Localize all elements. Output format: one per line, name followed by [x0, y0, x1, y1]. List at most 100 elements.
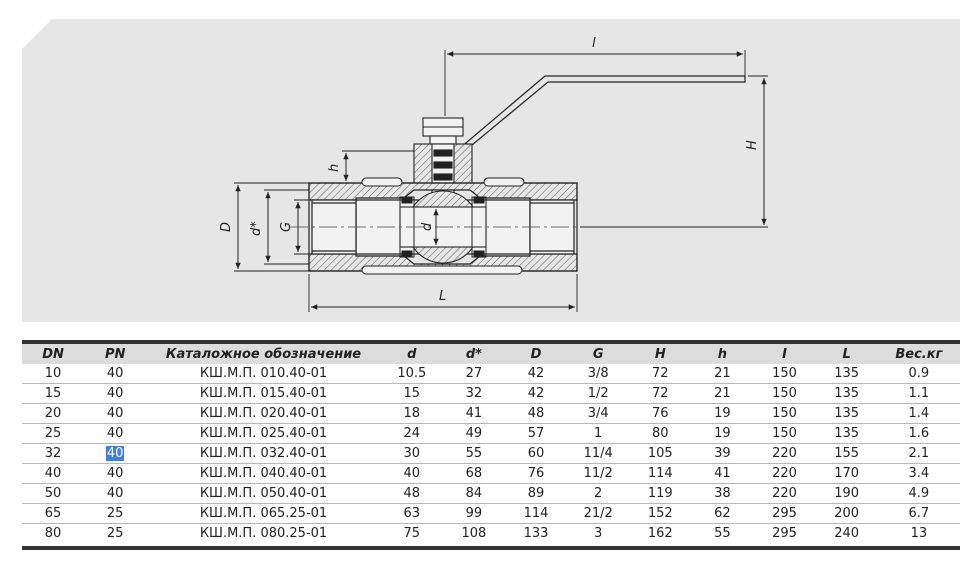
table-cell: 190 — [815, 483, 878, 504]
dim-label-h: h — [327, 164, 342, 172]
table-cell: КШ.М.П. 032.40-01 — [146, 443, 381, 464]
table-top-rule — [22, 340, 960, 344]
table-cell: 220 — [753, 483, 816, 504]
valve-technical-drawing: l H h D d* G d L — [22, 19, 960, 322]
table-cell: 240 — [834, 526, 860, 541]
table-cell: 0.9 — [877, 364, 960, 384]
table-cell: 68 — [442, 463, 505, 484]
table-bottom-rule — [22, 546, 960, 550]
table-cell: 50 — [22, 483, 85, 504]
table-cell: 32 — [442, 383, 505, 404]
header-H: H — [654, 346, 666, 362]
table-cell: 1.1 — [877, 383, 960, 404]
table-cell: 21 — [691, 383, 754, 404]
table-cell: 162 — [647, 526, 673, 541]
table-cell: 41 — [442, 403, 505, 424]
selected-text: 40 — [105, 446, 125, 461]
table-cell: 3.4 — [877, 463, 960, 484]
table-cell: 19 — [691, 403, 754, 424]
table-cell: 3 — [594, 526, 603, 541]
table-cell: 15 — [380, 383, 443, 404]
table-cell: 10 — [22, 364, 85, 384]
table-cell: 55 — [714, 526, 731, 541]
table-cell: 25 — [22, 423, 85, 444]
header-L: L — [842, 346, 851, 362]
table-cell: 295 — [772, 526, 797, 541]
table-cell: 200 — [815, 503, 878, 524]
table-cell: КШ.М.П. 065.25-01 — [146, 503, 381, 524]
table-cell: 32 — [22, 443, 85, 464]
table-cell: КШ.М.П. 010.40-01 — [146, 364, 381, 384]
table-cell: 150 — [753, 403, 816, 424]
table-cell: 295 — [753, 503, 816, 524]
table-cell: 21 — [691, 364, 754, 384]
table-cell: 114 — [629, 463, 692, 484]
table-cell: 40 — [84, 463, 147, 484]
dim-label-L: L — [439, 289, 446, 304]
table-cell: 152 — [629, 503, 692, 524]
table-cell: 30 — [380, 443, 443, 464]
table-cell: 40 — [84, 423, 147, 444]
table-cell: 42 — [505, 364, 568, 384]
table-cell: 48 — [505, 403, 568, 424]
table-cell: 40 — [380, 463, 443, 484]
table-cell: 60 — [505, 443, 568, 464]
table-cell: 39 — [691, 443, 754, 464]
table-cell: 80 — [44, 526, 62, 541]
stem-assembly — [413, 117, 473, 195]
dim-label-D: D — [219, 222, 234, 232]
header-I: I — [782, 346, 787, 362]
dim-label-H: H — [745, 140, 760, 150]
table-cell: 40 — [84, 443, 147, 464]
table-cell: КШ.М.П. 040.40-01 — [146, 463, 381, 484]
header-G: G — [592, 346, 604, 362]
table-cell: КШ.М.П. 050.40-01 — [146, 483, 381, 504]
table-cell: 105 — [629, 443, 692, 464]
table-cell: 55 — [442, 443, 505, 464]
table-cell: 99 — [442, 503, 505, 524]
table-cell: 21/2 — [567, 503, 630, 524]
table-cell: 135 — [815, 423, 878, 444]
table-cell: 119 — [629, 483, 692, 504]
table-cell: 1 — [567, 423, 630, 444]
table-cell: 10.5 — [380, 364, 443, 384]
dimension-lines — [234, 50, 768, 312]
table-cell: 15 — [22, 383, 85, 404]
table-cell: 76 — [505, 463, 568, 484]
table-cell: 114 — [505, 503, 568, 524]
header-D: D — [530, 346, 542, 362]
table-cell: 84 — [442, 483, 505, 504]
table-cell: 38 — [691, 483, 754, 504]
rivet-bars — [361, 177, 525, 275]
header-weight: Вес.кг — [895, 346, 943, 362]
header-d: d — [407, 346, 417, 362]
table-header-row: DN PN Каталожное обозначение d d* D G H … — [22, 344, 960, 364]
dim-label-d-star: d* — [249, 221, 264, 236]
table-cell: 40 — [84, 383, 147, 404]
dim-label-G: G — [279, 222, 294, 232]
table-cell: 1.4 — [877, 403, 960, 424]
table-cell: 150 — [753, 423, 816, 444]
table-cell: 155 — [815, 443, 878, 464]
table-cell: 57 — [505, 423, 568, 444]
header-catalog: Каталожное обозначение — [165, 346, 362, 362]
table-cell: 18 — [380, 403, 443, 424]
dim-label-l-top: l — [592, 36, 596, 51]
table-cell: 25 — [84, 503, 147, 524]
table-cell: 80 — [629, 423, 692, 444]
table-cell: 4.9 — [877, 483, 960, 504]
table-cell: 3/4 — [567, 403, 630, 424]
table-cell: 3/8 — [567, 364, 630, 384]
table-cell: 72 — [629, 383, 692, 404]
header-d-star: d* — [465, 346, 482, 362]
specification-table: DN PN Каталожное обозначение d d* D G H … — [22, 344, 960, 543]
table-cell: КШ.М.П. 015.40-01 — [146, 383, 381, 404]
table-cell: 135 — [815, 403, 878, 424]
table-cell: 19 — [691, 423, 754, 444]
